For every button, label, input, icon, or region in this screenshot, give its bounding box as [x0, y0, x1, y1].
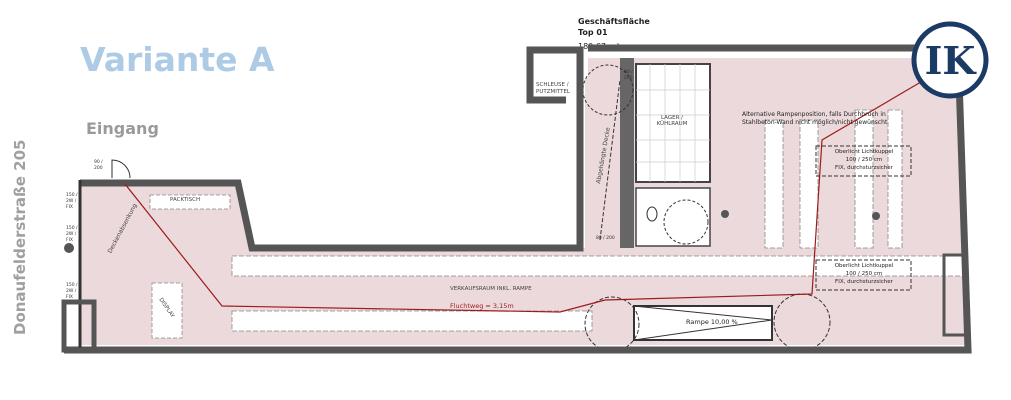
ramp-label: Rampe 10,00 %: [686, 318, 738, 326]
logo: IK: [911, 21, 989, 99]
storage-tiles: [636, 64, 710, 182]
skylight-label-1: Oberlicht Lichtkuppel 100 / 250 cm FIX, …: [818, 148, 910, 172]
outer-walls-right: [64, 44, 972, 354]
skylight-2-line-3: FIX, durchsturzsicher: [835, 279, 893, 285]
entrance-label: Eingang: [86, 119, 159, 138]
outer-walls: [80, 46, 584, 252]
column-icon: [64, 243, 74, 253]
alt-ramp-line-1: Alternative Rampenposition, falls Durchb…: [742, 111, 886, 118]
wc-turning-circle: [663, 199, 709, 245]
skylight-1-line-2: 100 / 250 cm: [845, 157, 883, 163]
shelf-band-bottom: [231, 310, 593, 332]
alt-ramp-line-2: Stahlbeton-Wand nicht möglich/nicht gewü…: [742, 119, 888, 126]
room-locker: SCHLEUSE / PUTZMITTEL: [536, 82, 570, 95]
svg-text:IK: IK: [925, 38, 978, 83]
inner-wall: [620, 58, 634, 248]
skylight-2-line-2: 100 / 250 cm: [845, 271, 883, 277]
alt-ramp-note: Alternative Rampenposition, falls Durchb…: [742, 111, 887, 127]
room-storage: LAGER / KÜHLRAUM: [656, 115, 688, 127]
window-label-1: 150 / 2W / FIX: [66, 193, 78, 210]
display-area: [151, 282, 183, 339]
door-swing-top: [582, 64, 634, 116]
skylight-label-2: Oberlicht Lichtkuppel 100 / 250 cm FIX, …: [818, 262, 910, 286]
skylight-1-line-3: FIX, durchsturzsicher: [835, 165, 893, 171]
suspended-ceiling-line: [599, 79, 621, 241]
corner-pillar: [61, 299, 97, 353]
escape-route-line: [124, 71, 939, 313]
entrance-door-icon: [111, 159, 131, 179]
skylight-2: [815, 259, 912, 291]
skylight-1-line-1: Oberlicht Lichtkuppel: [834, 149, 894, 155]
packing-table: [149, 194, 231, 210]
door-label-3: 90 / 200: [94, 160, 103, 171]
room-packing: PACKTISCH: [170, 197, 201, 203]
door-label-2: 80 / 200: [596, 236, 615, 241]
escape-route-label: Fluchtweg = 3,15m: [450, 302, 514, 310]
skylight-1: [815, 145, 912, 177]
area-name: Geschäftsfläche: [578, 17, 650, 26]
area-unit: Top 01: [578, 28, 608, 37]
room-sales: VERKAUFSRAUM INKL. RAMPE: [450, 286, 532, 292]
right-pillar: [942, 253, 968, 337]
skylight-2-line-1: Oberlicht Lichtkuppel: [834, 263, 894, 269]
wc-room: [635, 187, 711, 247]
door-label-1: 80 / 200: [624, 70, 633, 81]
shelf-strips: [764, 109, 903, 249]
toilet-icon: [646, 206, 658, 222]
window-label-2: 150 / 2W / FIX: [66, 226, 78, 243]
plan-title: Variante A: [80, 40, 275, 79]
window-label-3: 150 / 2W / FIX: [66, 283, 78, 300]
